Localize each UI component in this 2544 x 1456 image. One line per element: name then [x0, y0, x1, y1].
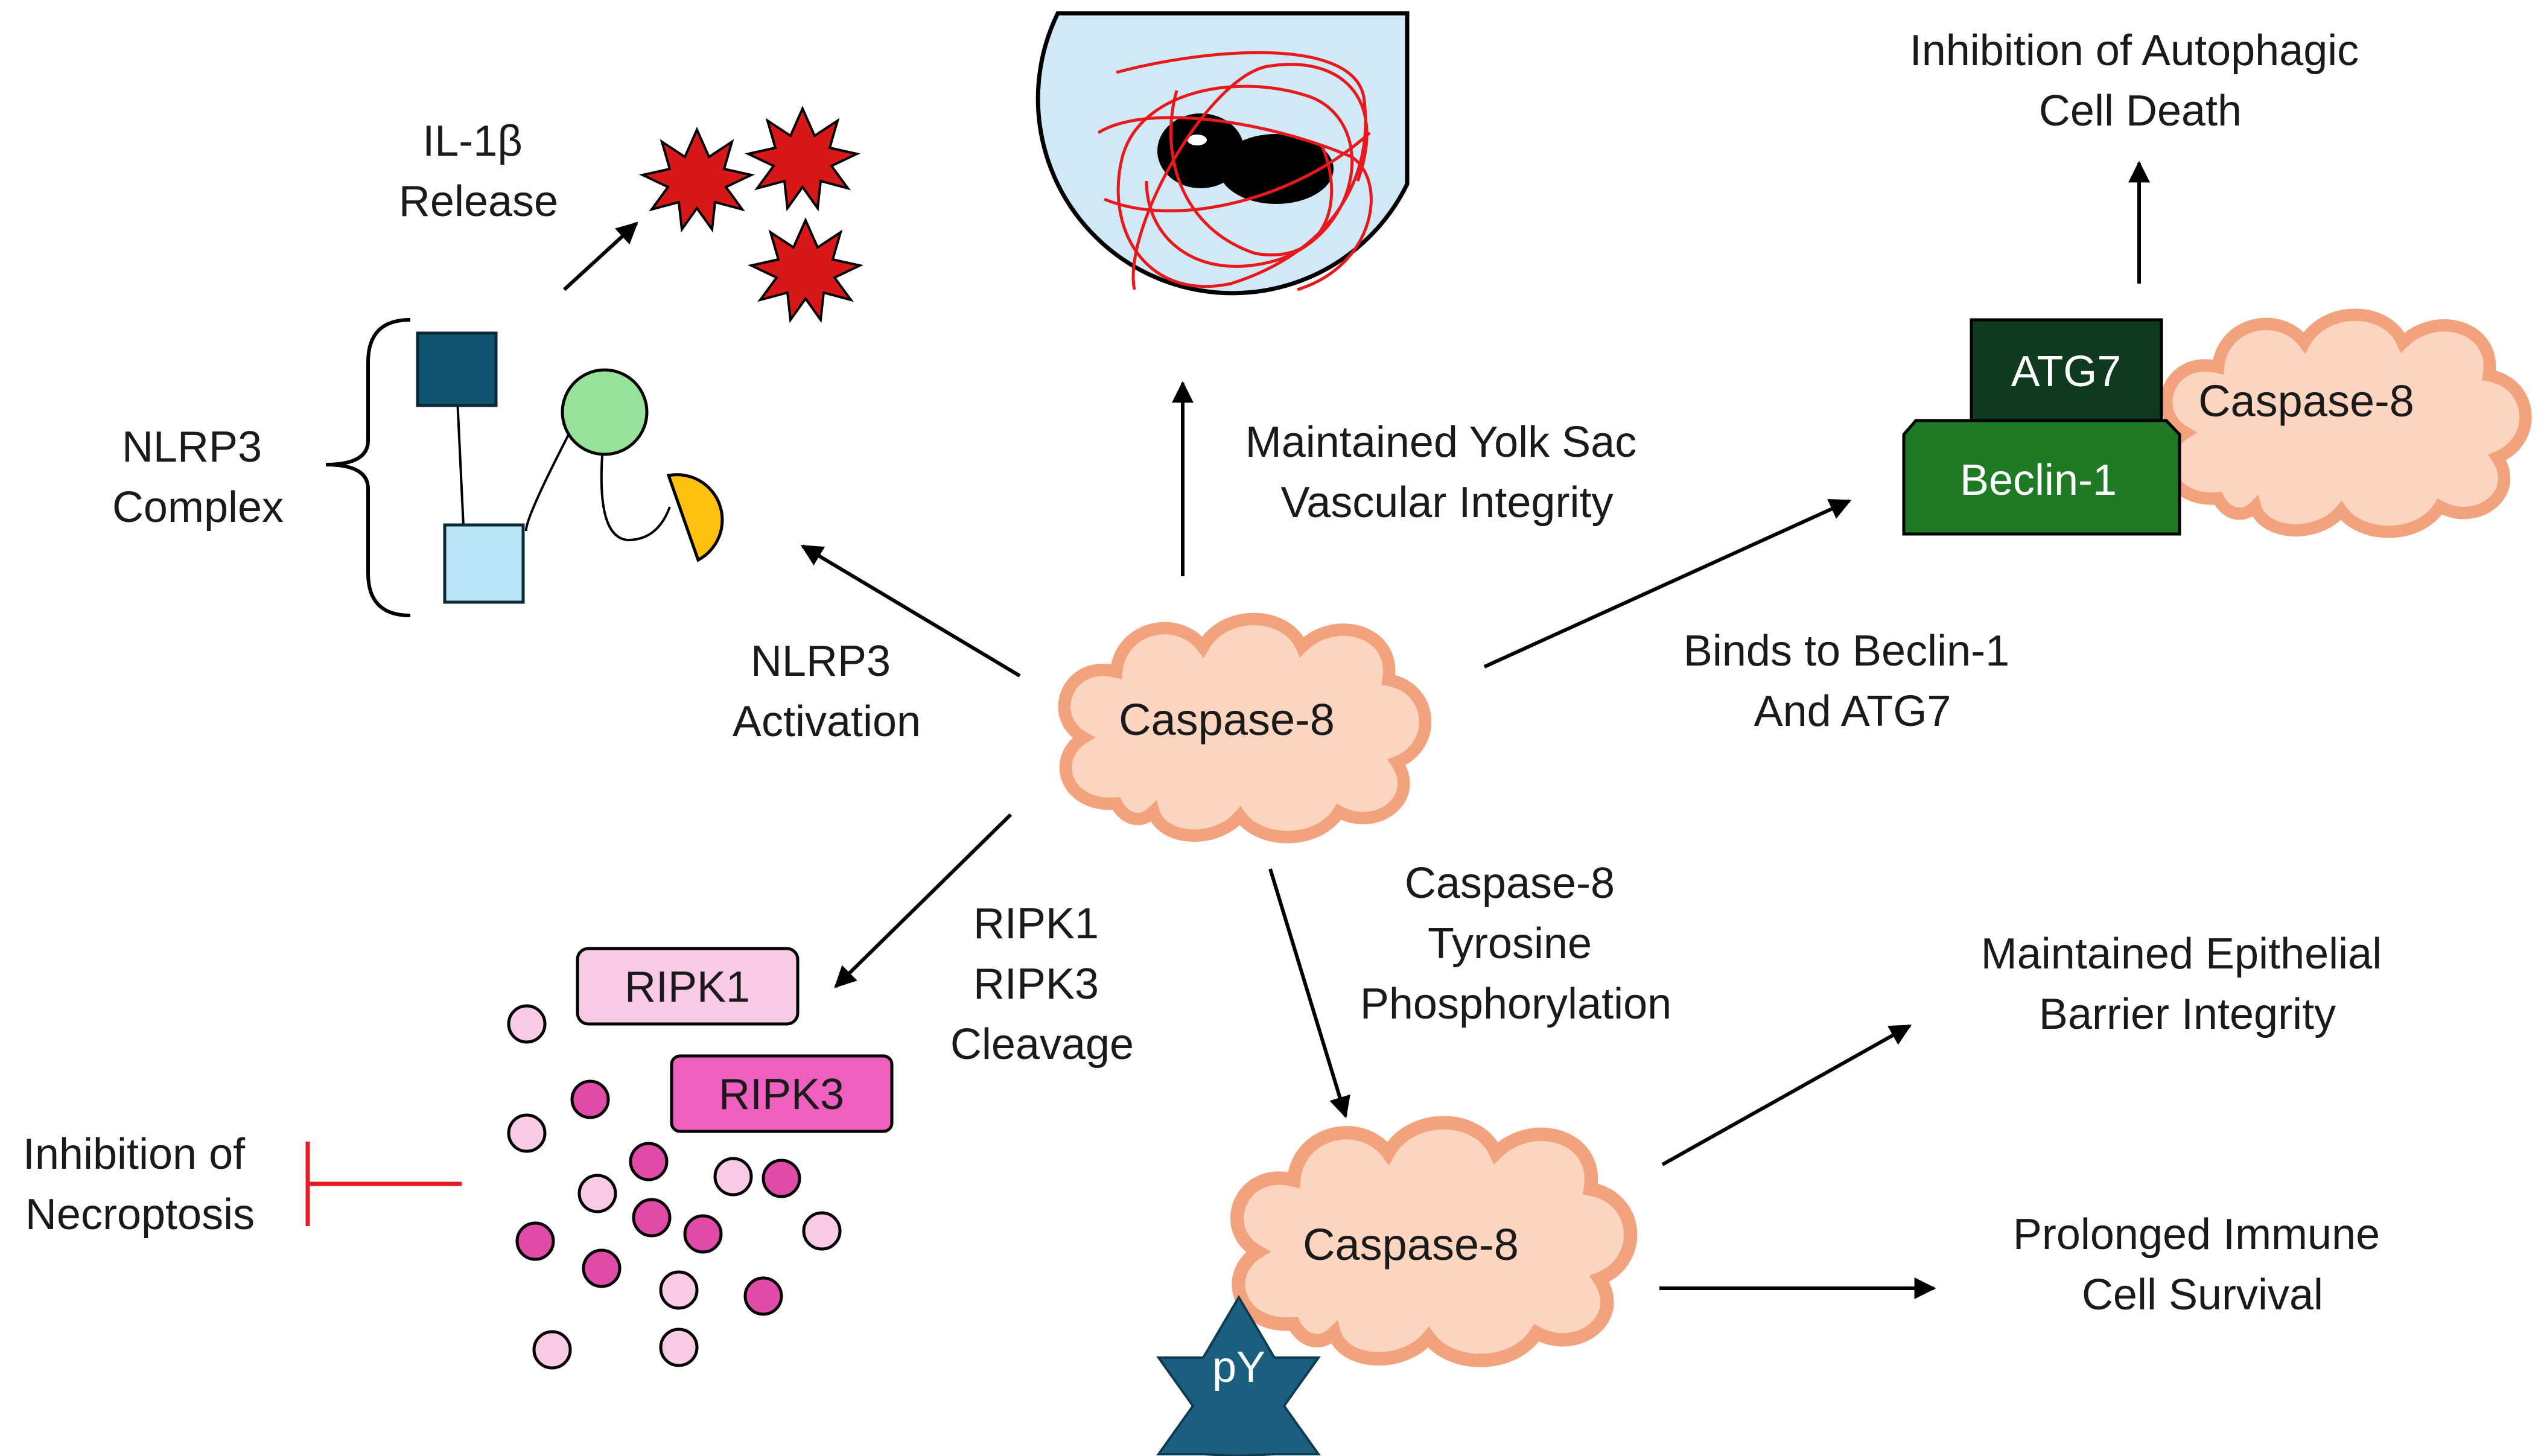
arrow-to-epithelial: [1661, 1024, 1912, 1166]
phospho-caspase-label: Caspase-8: [1303, 1219, 1519, 1270]
ripk-cleavage-label: RIPK1 RIPK3 Cleavage: [950, 900, 1134, 1069]
fragment: [582, 1248, 622, 1288]
nlrp3-complex: [325, 318, 724, 617]
beclin-label: Beclin-1: [1960, 456, 2117, 504]
arrow-to-ripk: [834, 813, 1013, 988]
fragment: [632, 1198, 672, 1238]
necroptosis-label: Inhibition of Necroptosis: [23, 1130, 257, 1239]
arrow-to-beclin: [1483, 499, 1852, 669]
embryo-head: [1157, 113, 1244, 188]
atg7-label: ATG7: [2011, 348, 2122, 396]
fragment: [802, 1211, 842, 1251]
fragment: [629, 1142, 669, 1181]
ripk1-label: RIPK1: [625, 963, 750, 1011]
autophagy-outcome-label: Inhibition of Autophagic Cell Death: [1910, 27, 2371, 135]
fragment: [743, 1276, 783, 1316]
beclin-box: Beclin-1: [1902, 419, 2181, 536]
py-star: pY: [1156, 1295, 1321, 1456]
autophagy-caspase-cloud: Caspase-8: [2166, 315, 2525, 532]
central-caspase-cloud: Caspase-8: [1064, 619, 1425, 837]
burst-2: [744, 106, 861, 212]
immune-label: Prolonged Immune Cell Survival: [2013, 1210, 2392, 1319]
fragment: [532, 1330, 572, 1370]
epithelial-label: Maintained Epithelial Barrier Integrity: [1981, 930, 2394, 1038]
atg7-box: ATG7: [1970, 318, 2163, 424]
ripk3-label: RIPK3: [719, 1070, 844, 1119]
complex-circle-green: [561, 368, 649, 456]
burst-3: [747, 217, 864, 323]
burst-1: [638, 127, 755, 233]
inhibition-bar: [305, 1142, 462, 1226]
yolk-sac-label: Maintained Yolk Sac Vascular Integrity: [1245, 418, 1649, 527]
arrow-to-nlrp3: [800, 544, 1021, 678]
fragment: [507, 1004, 547, 1044]
fragment: [577, 1174, 617, 1213]
embryo-eye: [1188, 135, 1207, 145]
nlrp3-complex-label: NLRP3 Complex: [112, 423, 284, 532]
arrows: [562, 161, 2150, 1299]
ripk-fragments: [507, 1004, 842, 1370]
yolk-sac: [1035, 11, 1410, 296]
ripk3-box: RIPK3: [670, 1054, 894, 1133]
fragment: [570, 1079, 610, 1119]
fragment: [762, 1159, 801, 1198]
il1b-release-label: IL-1β Release: [399, 117, 558, 226]
phospho-label: Caspase-8 Tyrosine Phosphorylation: [1360, 859, 1671, 1028]
fragment: [659, 1270, 699, 1310]
embryo-body: [1219, 134, 1334, 204]
fragment: [507, 1113, 547, 1153]
phospho-caspase-cloud: Caspase-8: [1237, 1123, 1630, 1361]
yolk-vessels: [1097, 51, 1373, 291]
fragment: [683, 1214, 723, 1254]
ripk1-box: RIPK1: [576, 947, 800, 1026]
il1b-bursts: [638, 106, 864, 323]
complex-square-light: [443, 523, 525, 604]
arrow-to-phospho-caspase: [1268, 868, 1350, 1119]
fragment: [713, 1157, 753, 1197]
py-label: pY: [1212, 1343, 1265, 1391]
nlrp3-activation-label: NLRP3 Activation: [733, 637, 921, 746]
fragment: [659, 1327, 699, 1367]
fragment: [515, 1221, 555, 1261]
complex-brace: [325, 318, 411, 617]
arrow-to-il1b: [562, 221, 638, 291]
autophagy-caspase-label: Caspase-8: [2198, 376, 2414, 426]
complex-half-circle-yellow: [666, 473, 724, 562]
central-caspase-label: Caspase-8: [1119, 695, 1335, 745]
binds-label: Binds to Beclin-1 And ATG7: [1684, 627, 2021, 736]
complex-square-dark: [416, 331, 498, 407]
